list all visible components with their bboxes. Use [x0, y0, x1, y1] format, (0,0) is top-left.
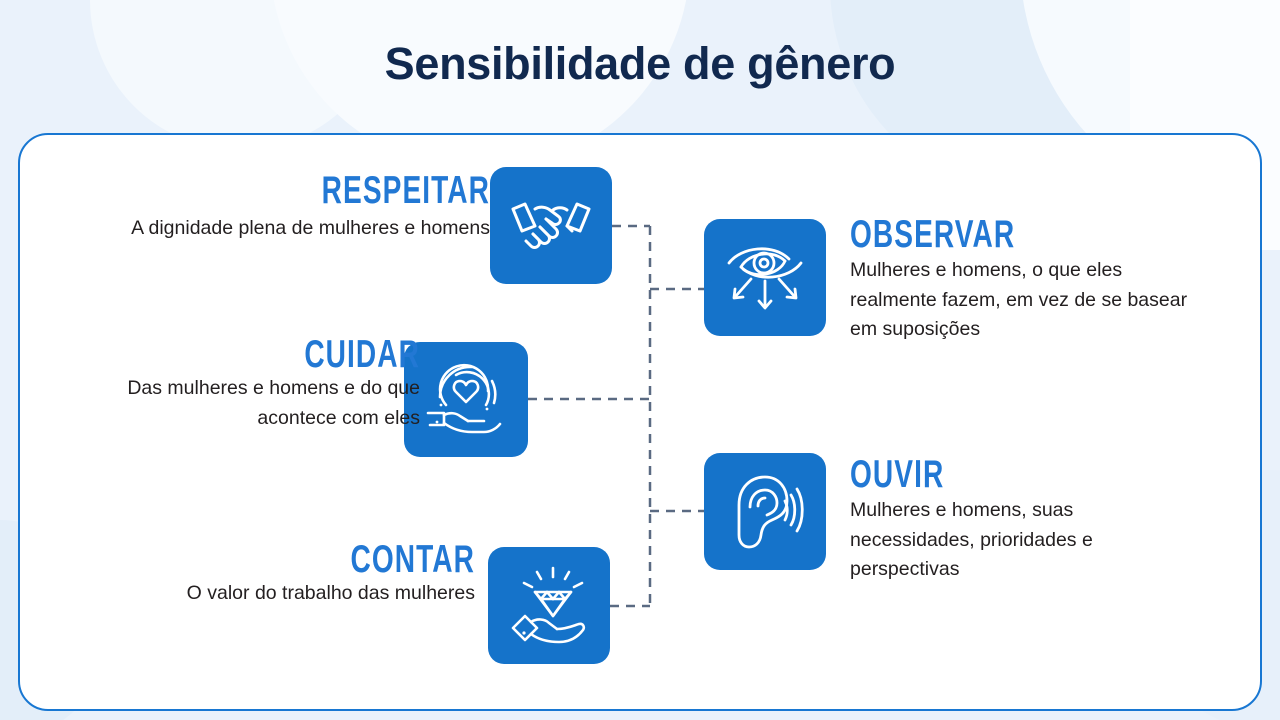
handshake-icon-tile	[490, 167, 612, 284]
hand-holding-diamond-icon	[511, 566, 586, 643]
item-observar-description: Mulheres e homens, o que eles realmente …	[850, 259, 1188, 341]
item-ouvir-text: OUVIR Mulheres e homens, suas necessidad…	[850, 455, 1202, 585]
hand-holding-diamond-icon-tile	[488, 547, 610, 664]
item-observar-heading: OBSERVAR	[850, 213, 1016, 256]
item-ouvir: OUVIR Mulheres e homens, suas necessidad…	[850, 455, 1202, 585]
item-observar-text: OBSERVAR Mulheres e homens, o que eles r…	[850, 215, 1202, 345]
content-card: RESPEITAR A dignidade plena de mulheres …	[18, 133, 1262, 711]
item-ouvir-heading: OUVIR	[850, 453, 945, 496]
ear-listening-icon	[737, 475, 804, 548]
item-contar: CONTAR O valor do trabalho das mulheres	[100, 540, 475, 609]
ear-listening-icon-tile	[704, 453, 826, 570]
item-contar-text: CONTAR O valor do trabalho das mulheres	[100, 540, 475, 609]
hand-holding-heart-icon-tile	[404, 342, 528, 457]
item-cuidar-description: Das mulheres e homens e do que acontece …	[127, 377, 420, 429]
eye-with-arrows-icon	[727, 246, 803, 309]
item-ouvir-description: Mulheres e homens, suas necessidades, pr…	[850, 499, 1093, 581]
item-cuidar-text: CUIDAR Das mulheres e homens e do que ac…	[80, 335, 420, 433]
item-respeitar-text: RESPEITAR A dignidade plena de mulheres …	[120, 171, 490, 244]
hand-holding-heart-icon	[426, 363, 502, 433]
item-respeitar-heading: RESPEITAR	[321, 169, 490, 212]
page-title: Sensibilidade de gênero	[384, 38, 896, 89]
item-cuidar: CUIDAR Das mulheres e homens e do que ac…	[80, 335, 420, 433]
item-observar: OBSERVAR Mulheres e homens, o que eles r…	[850, 215, 1202, 345]
item-cuidar-heading: CUIDAR	[304, 333, 420, 376]
item-respeitar: RESPEITAR A dignidade plena de mulheres …	[120, 171, 490, 244]
item-contar-heading: CONTAR	[350, 538, 475, 581]
item-contar-description: O valor do trabalho das mulheres	[186, 582, 475, 604]
handshake-icon	[511, 202, 591, 249]
item-respeitar-description: A dignidade plena de mulheres e homens	[131, 217, 490, 239]
eye-with-arrows-icon-tile	[704, 219, 826, 336]
